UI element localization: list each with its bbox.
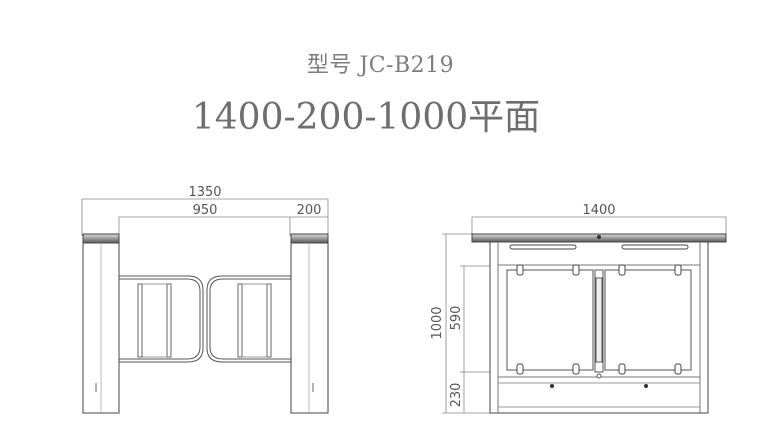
center-post — [594, 269, 604, 379]
dim-side-height: 1000 — [430, 306, 445, 339]
dim-overall-width: 1350 — [188, 185, 221, 200]
right-swing-gate — [206, 275, 291, 363]
left-cabinet — [82, 233, 120, 414]
left-glass-panel — [506, 269, 594, 371]
front-view — [81, 198, 329, 414]
dim-glass-height: 590 — [449, 306, 464, 331]
right-cabinet — [290, 233, 329, 414]
side-dimension-lines — [442, 216, 727, 414]
model-title: 型号 JC-B219 — [306, 53, 455, 78]
front-dimension-lines — [81, 198, 329, 236]
base-holes — [550, 384, 648, 388]
dim-opening-width: 950 — [193, 203, 218, 218]
side-view — [442, 216, 727, 414]
dim-base-height: 230 — [449, 383, 464, 408]
dim-side-length: 1400 — [582, 203, 615, 218]
spec-title: 1400-200-1000平面 — [191, 97, 541, 138]
right-indicator-slot — [621, 244, 689, 250]
left-swing-gate — [119, 275, 204, 363]
dim-cabinet-width: 200 — [297, 203, 322, 218]
left-indicator-slot — [509, 244, 577, 250]
right-glass-panel — [604, 269, 692, 371]
glass-clamps — [516, 264, 682, 375]
